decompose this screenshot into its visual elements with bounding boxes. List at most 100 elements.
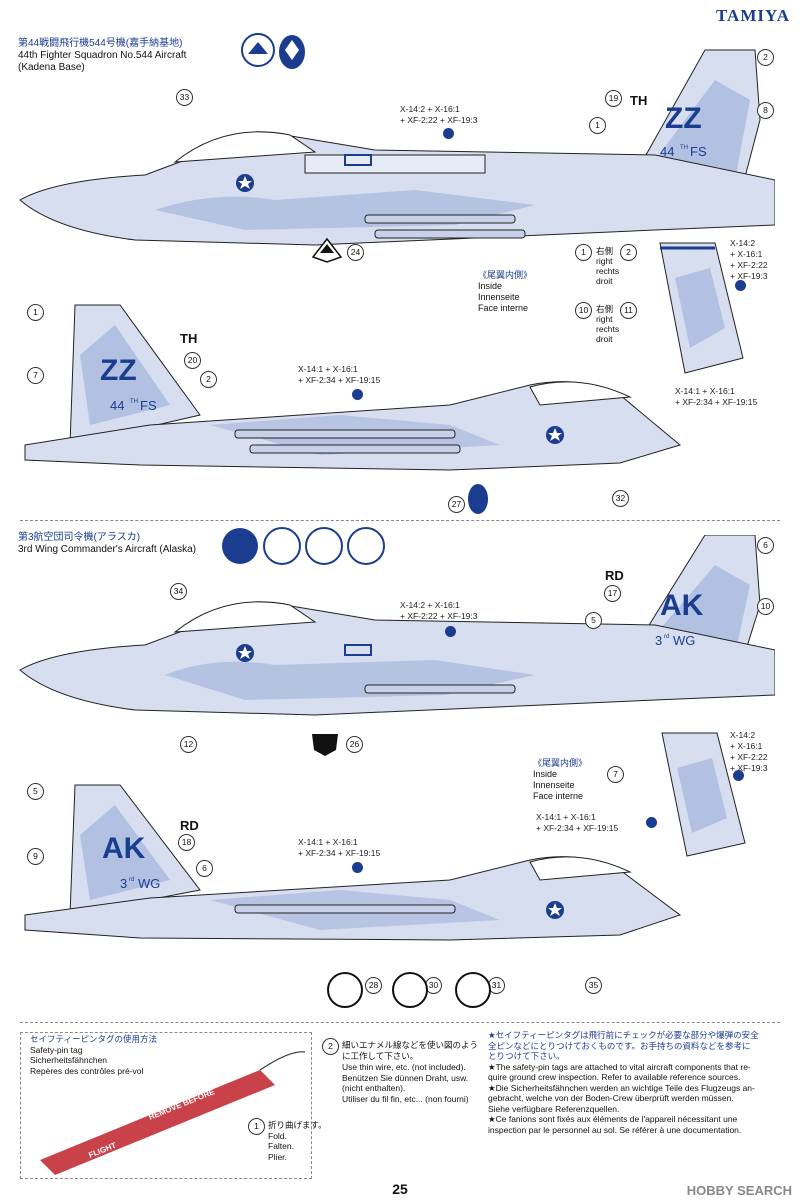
right-jp-1: 右側 bbox=[596, 246, 614, 256]
pin-step-1-jp: 折り曲げます。 bbox=[268, 1120, 327, 1130]
color-mix-2d: X-14:1 + X-16:1 + XF-2:34 + XF-19:15 bbox=[298, 837, 380, 859]
right-de-2: rechts bbox=[596, 324, 620, 334]
note-en2: quire ground crew inspection. Refer to a… bbox=[488, 1072, 741, 1082]
safety-pin-title-fr: Repères des contrôles pré-vol bbox=[30, 1065, 144, 1076]
callout-34: 34 bbox=[170, 583, 187, 600]
right-label-2: 右側 right rechts droit bbox=[596, 304, 619, 344]
aircraft3-unit-wg: WG bbox=[673, 633, 695, 648]
right-de-1: rechts bbox=[596, 266, 620, 276]
pin-step-1-en: Fold. bbox=[268, 1130, 287, 1141]
color-mix-3b-line1: X-14:2 bbox=[730, 730, 756, 740]
pin-step-1-badge: 1 bbox=[248, 1118, 265, 1135]
note-en1: ★The safety-pin tags are attached to vit… bbox=[488, 1061, 751, 1072]
inside-jp-1: 《尾翼内側》 bbox=[478, 270, 533, 280]
aircraft2-unit-fs: FS bbox=[140, 398, 157, 413]
color-mix-2c-line2: + XF-2:34 + XF-19:15 bbox=[536, 823, 619, 833]
aircraft1-unit-sup: TH bbox=[680, 145, 688, 151]
callout-2c: 2 bbox=[200, 371, 217, 388]
note-de2: gebracht, welche von der Boden-Crew über… bbox=[488, 1093, 734, 1103]
safety-pin-tag-illustration: REMOVE BEFORE FLIGHT bbox=[40, 1051, 306, 1175]
shield-insignia-icon bbox=[312, 734, 338, 756]
section2-title: 第3航空団司令機(アラスカ) 3rd Wing Commander's Airc… bbox=[18, 532, 196, 556]
callout-30: 30 bbox=[425, 977, 442, 994]
section-divider-2 bbox=[20, 1022, 780, 1023]
inside-fr-1: Face interne bbox=[478, 303, 529, 313]
aircraft4-tail-code: AK bbox=[102, 832, 146, 865]
callout-5: 5 bbox=[585, 612, 602, 629]
pin-step-2-en: Use thin wire, etc. (not included). bbox=[342, 1062, 466, 1072]
squadron-patch-icon bbox=[468, 484, 488, 514]
color-mix-1b-line1: X-14:2 + X-16:1 bbox=[400, 600, 460, 610]
aircraft4-unit: 3 bbox=[120, 876, 127, 891]
aircraft4-right-profile: RD AK 3 rd WG bbox=[24, 784, 682, 941]
color-swatch-1b bbox=[445, 626, 456, 637]
note-jp1: ★セイフティーピンタグは飛行前にチェックが必要な部分や爆弾の安全 bbox=[488, 1030, 759, 1040]
callout-24: 24 bbox=[347, 244, 364, 261]
note-jp2: 全ピンなどにとりつけておくものです。お手持ちの資料などを参考に bbox=[488, 1040, 751, 1051]
tail-inside-view-1 bbox=[659, 242, 744, 374]
aircraft4-unit-sup: rd bbox=[129, 877, 134, 883]
pin-step-1: 折り曲げます。 Fold. Falten. Plier. bbox=[268, 1120, 327, 1162]
pin-step-2: 細いエナメル線などを使い図のよう に工作して下さい。 bbox=[342, 1040, 478, 1061]
color-swatch-3b bbox=[733, 770, 744, 781]
color-mix-3: X-14:2 + X-16:1 + XF-2:22 + XF-19:3 bbox=[730, 238, 768, 282]
color-mix-2b-line2: + XF-2:34 + XF-19:15 bbox=[675, 397, 758, 407]
note-de3: Siehe verfügbare Referenzquellen. bbox=[488, 1103, 620, 1114]
aircraft1-base-code: TH bbox=[630, 93, 647, 108]
callout-5b: 5 bbox=[27, 783, 44, 800]
aircraft2-base-code: TH bbox=[180, 331, 197, 346]
section2-title-en: 3rd Wing Commander's Aircraft (Alaska) bbox=[18, 544, 197, 555]
color-swatch-1 bbox=[443, 128, 454, 139]
color-mix-1: X-14:2 + X-16:1 + XF-2:22 + XF-19:3 bbox=[400, 104, 477, 126]
color-mix-2-line2: + XF-2:34 + XF-19:15 bbox=[298, 375, 381, 385]
callout-8: 8 bbox=[757, 102, 774, 119]
color-mix-2b-line1: X-14:1 + X-16:1 bbox=[675, 386, 735, 396]
safety-pin-box bbox=[20, 1032, 312, 1179]
callout-2: 2 bbox=[757, 49, 774, 66]
pin-step-2-jp2: に工作して下さい。 bbox=[342, 1050, 419, 1061]
color-mix-1-line2: + XF-2:22 + XF-19:3 bbox=[400, 115, 478, 125]
section-divider bbox=[20, 520, 780, 521]
pin-step-2-de2: (nicht enthalten). bbox=[342, 1083, 406, 1093]
callout-10: 10 bbox=[575, 302, 592, 319]
section1-title-jp: 第44戦闘飛行機544号機(嘉手納基地) bbox=[18, 38, 183, 49]
callout-19: 19 bbox=[605, 90, 622, 107]
aircraft2-unit: 44 bbox=[110, 398, 124, 413]
color-mix-3b-line3: + XF-2:22 bbox=[730, 752, 768, 762]
color-mix-1b: X-14:2 + X-16:1 + XF-2:22 + XF-19:3 bbox=[400, 600, 477, 622]
aircraft2-unit-sup: TH bbox=[130, 399, 138, 405]
aircraft3-unit: 3 bbox=[655, 633, 662, 648]
callout-17: 17 bbox=[604, 585, 621, 602]
callout-28: 28 bbox=[365, 977, 382, 994]
aircraft4-base-code: RD bbox=[180, 818, 199, 833]
inside-en-1: Inside bbox=[478, 281, 503, 291]
callout-20: 20 bbox=[184, 352, 201, 369]
callout-6: 6 bbox=[757, 537, 774, 554]
callout-1: 1 bbox=[589, 117, 606, 134]
aircraft3-left-profile: RD AK 3 rd WG bbox=[19, 535, 775, 716]
color-mix-3b-line4: + XF-19:3 bbox=[730, 763, 768, 773]
callout-7b: 7 bbox=[607, 766, 624, 783]
watermark: HOBBY SEARCH bbox=[686, 1183, 792, 1198]
aircraft4-unit-wg: WG bbox=[138, 876, 160, 891]
aircraft2-right-profile: TH ZZ 44 TH FS bbox=[24, 304, 682, 471]
wing-insignia-set-icons bbox=[222, 527, 385, 565]
color-swatch-2c bbox=[646, 817, 657, 828]
inside-label-2: 《尾翼内側》 Inside Innenseite Face interne bbox=[533, 758, 587, 802]
callout-11: 11 bbox=[620, 302, 637, 319]
callout-6b: 6 bbox=[196, 860, 213, 877]
callout-33: 33 bbox=[176, 89, 193, 106]
color-swatch-2d bbox=[352, 862, 363, 873]
inside-en-2: Inside bbox=[533, 769, 558, 779]
color-mix-2d-line2: + XF-2:34 + XF-19:15 bbox=[298, 848, 381, 858]
callout-26: 26 bbox=[346, 736, 363, 753]
pin-step-2-de1: Benützen Sie dünnen Draht, usw. bbox=[342, 1072, 469, 1083]
aircraft1-tail-code: ZZ bbox=[665, 102, 702, 135]
callout-1b: 1 bbox=[575, 244, 592, 261]
callout-9: 9 bbox=[27, 848, 44, 865]
callout-7: 7 bbox=[27, 367, 44, 384]
aircraft1-unit-fs: FS bbox=[690, 144, 707, 159]
safety-pin-title: セイフティーピンタグの使用方法 Safety-pin tag Sicherhei… bbox=[30, 1034, 157, 1076]
inside-de-1: Innenseite bbox=[478, 292, 520, 302]
aircraft1-left-profile: TH ZZ 44 TH FS bbox=[19, 49, 775, 246]
